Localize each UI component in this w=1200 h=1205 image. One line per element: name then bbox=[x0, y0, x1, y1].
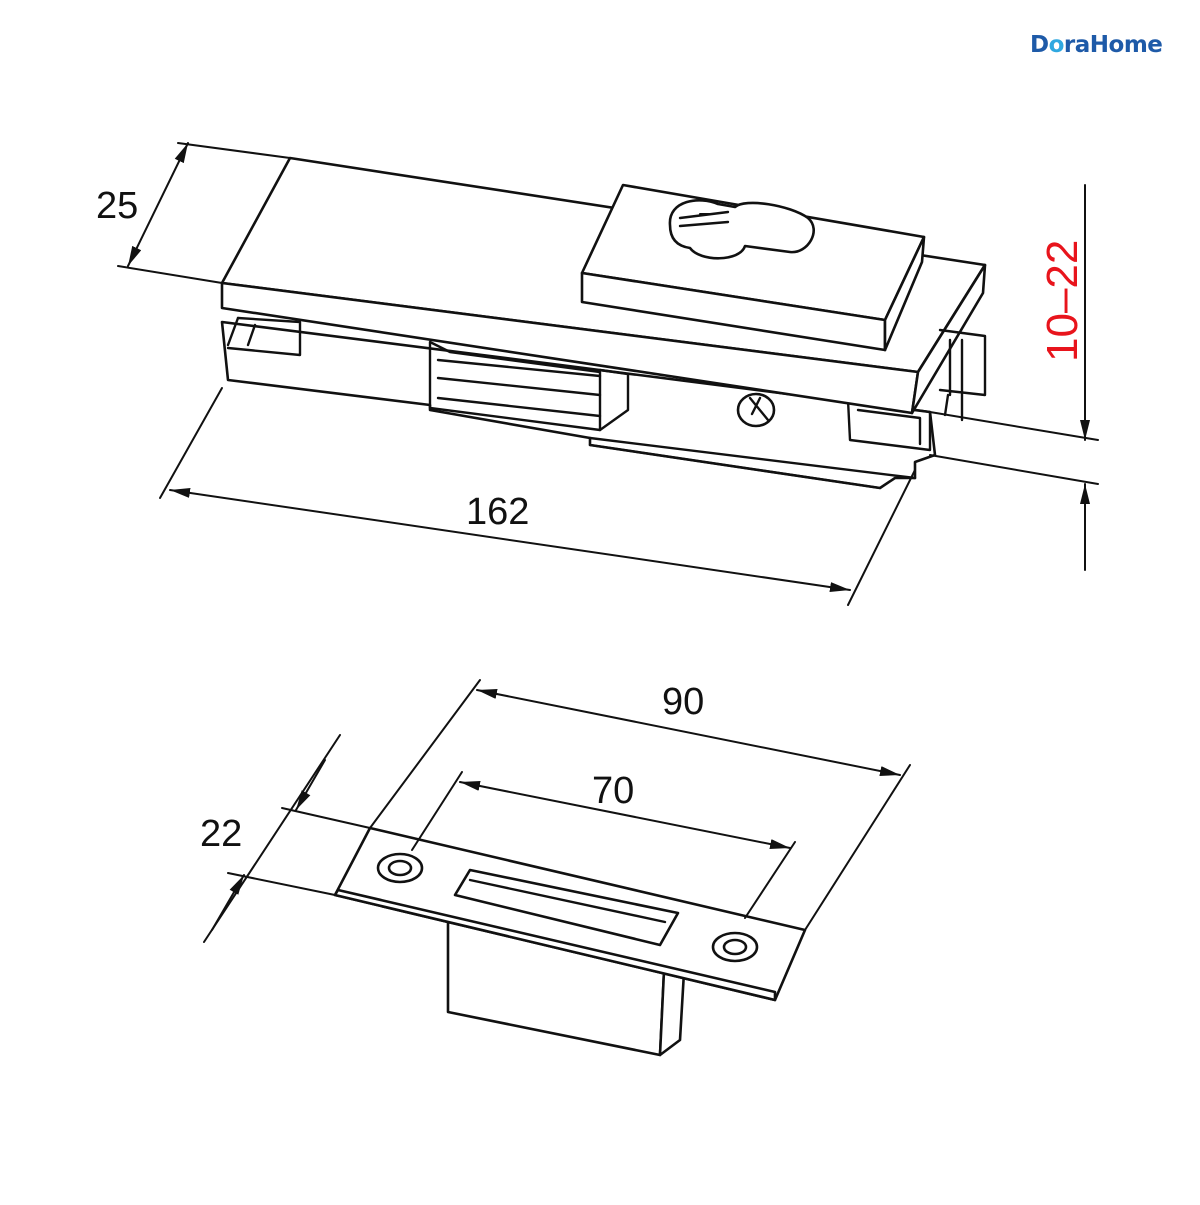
lock-bolt bbox=[436, 358, 602, 418]
strike-slot-inner bbox=[468, 878, 667, 924]
lock-body bbox=[220, 156, 987, 490]
dim-strike-slot: 70 bbox=[411, 770, 796, 919]
dim-strike-slot-label: 70 bbox=[592, 770, 634, 812]
dim-glass-thickness-label: 10–22 bbox=[1038, 240, 1087, 362]
mounting-hole-left-icon bbox=[376, 852, 424, 884]
strike-plate bbox=[333, 826, 807, 1057]
dim-lock-length-label: 162 bbox=[466, 491, 529, 533]
lock-bolt-slot bbox=[428, 340, 602, 432]
lock-clamp-left-bracket bbox=[226, 316, 302, 357]
brand-text: raHome bbox=[1063, 32, 1163, 58]
set-screw-icon bbox=[736, 392, 776, 428]
brand-logo: DᴏraHome bbox=[1030, 32, 1163, 58]
lock-slab-side bbox=[910, 263, 987, 415]
dim-glass-thickness: 10–22 bbox=[929, 184, 1099, 571]
strike-plate-edge bbox=[333, 888, 777, 1002]
dim-strike-width-label: 22 bbox=[200, 813, 242, 855]
dim-strike-length-label: 90 bbox=[662, 681, 704, 723]
dim-lock-height-label: 25 bbox=[96, 185, 138, 227]
dim-strike-length: 90 bbox=[369, 679, 911, 931]
lock-clamp-left-inner bbox=[226, 316, 257, 347]
lock-right-bracket-inner bbox=[856, 408, 922, 446]
lock-end-clip bbox=[938, 328, 987, 422]
keyhole-icon bbox=[668, 199, 815, 260]
lock-bolt-side bbox=[598, 368, 630, 432]
cylinder-housing-side bbox=[883, 235, 926, 352]
brand-letter: D bbox=[1030, 32, 1049, 58]
mounting-hole-right-icon bbox=[711, 931, 759, 963]
lock-base-plate bbox=[588, 436, 917, 490]
dim-lock-length: 162 bbox=[159, 387, 916, 606]
dim-strike-width: 22 bbox=[200, 734, 371, 943]
brand-drop-icon: ᴏ bbox=[1048, 32, 1065, 58]
dim-lock-height: 25 bbox=[96, 142, 291, 284]
